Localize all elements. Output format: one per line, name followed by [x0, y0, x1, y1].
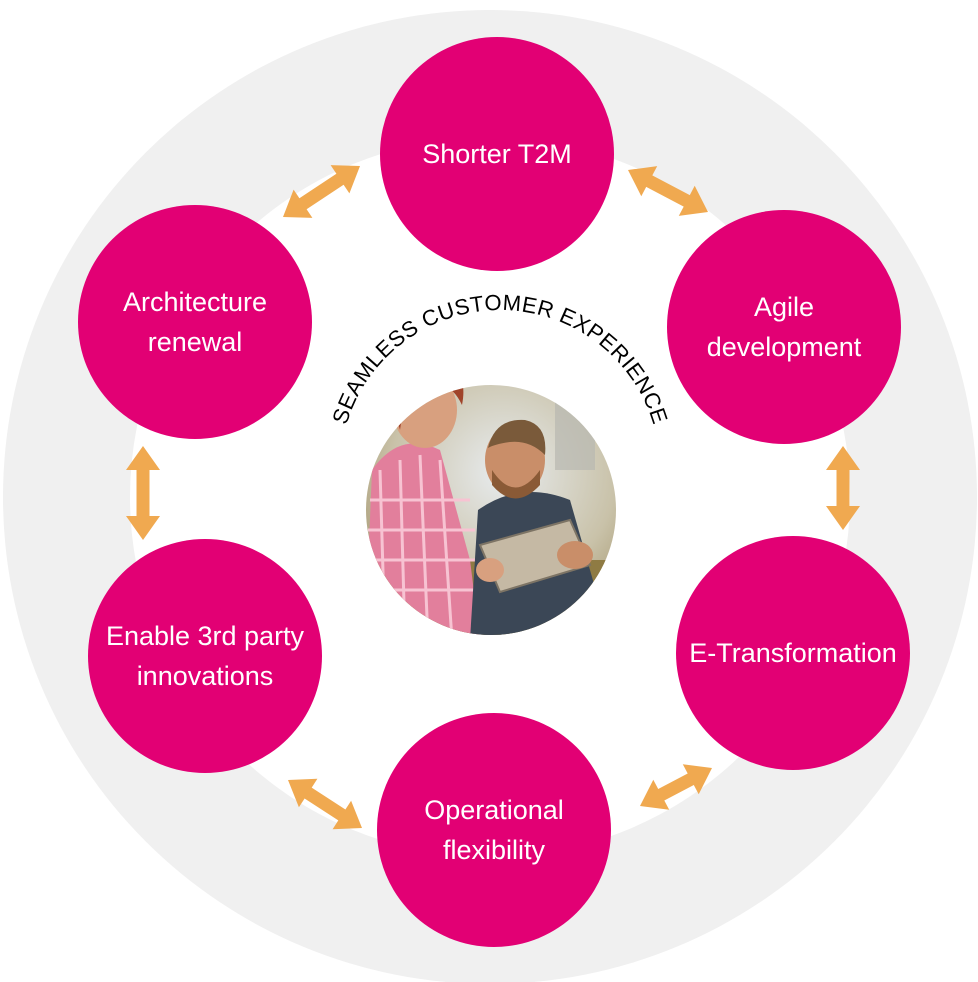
node-agile-development: Agile development — [667, 210, 901, 444]
node-label: Agile development — [706, 292, 862, 362]
double-arrow-icon — [288, 778, 362, 830]
node-enable-3rd-party-innovations: Enable 3rd party innovations — [88, 539, 322, 773]
connector-arrows — [126, 165, 860, 830]
double-arrow-icon — [628, 166, 708, 216]
node-label: Enable 3rd party innovations — [105, 621, 305, 691]
node-operational-flexibility: Operational flexibility — [377, 713, 611, 947]
node-label: Operational flexibility — [424, 795, 564, 865]
node-label: Architecture renewal — [122, 287, 268, 357]
node-label: Shorter T2M — [422, 139, 572, 169]
node-label: E-Transformation — [689, 638, 897, 668]
node-shorter-t2m: Shorter T2M — [380, 37, 614, 271]
double-arrow-icon — [283, 165, 360, 218]
node-e-transformation: E-Transformation — [676, 536, 910, 770]
double-arrow-icon — [826, 446, 860, 530]
double-arrow-icon — [640, 764, 712, 810]
node-architecture-renewal: Architecture renewal — [78, 205, 312, 439]
double-arrow-icon — [126, 446, 160, 540]
